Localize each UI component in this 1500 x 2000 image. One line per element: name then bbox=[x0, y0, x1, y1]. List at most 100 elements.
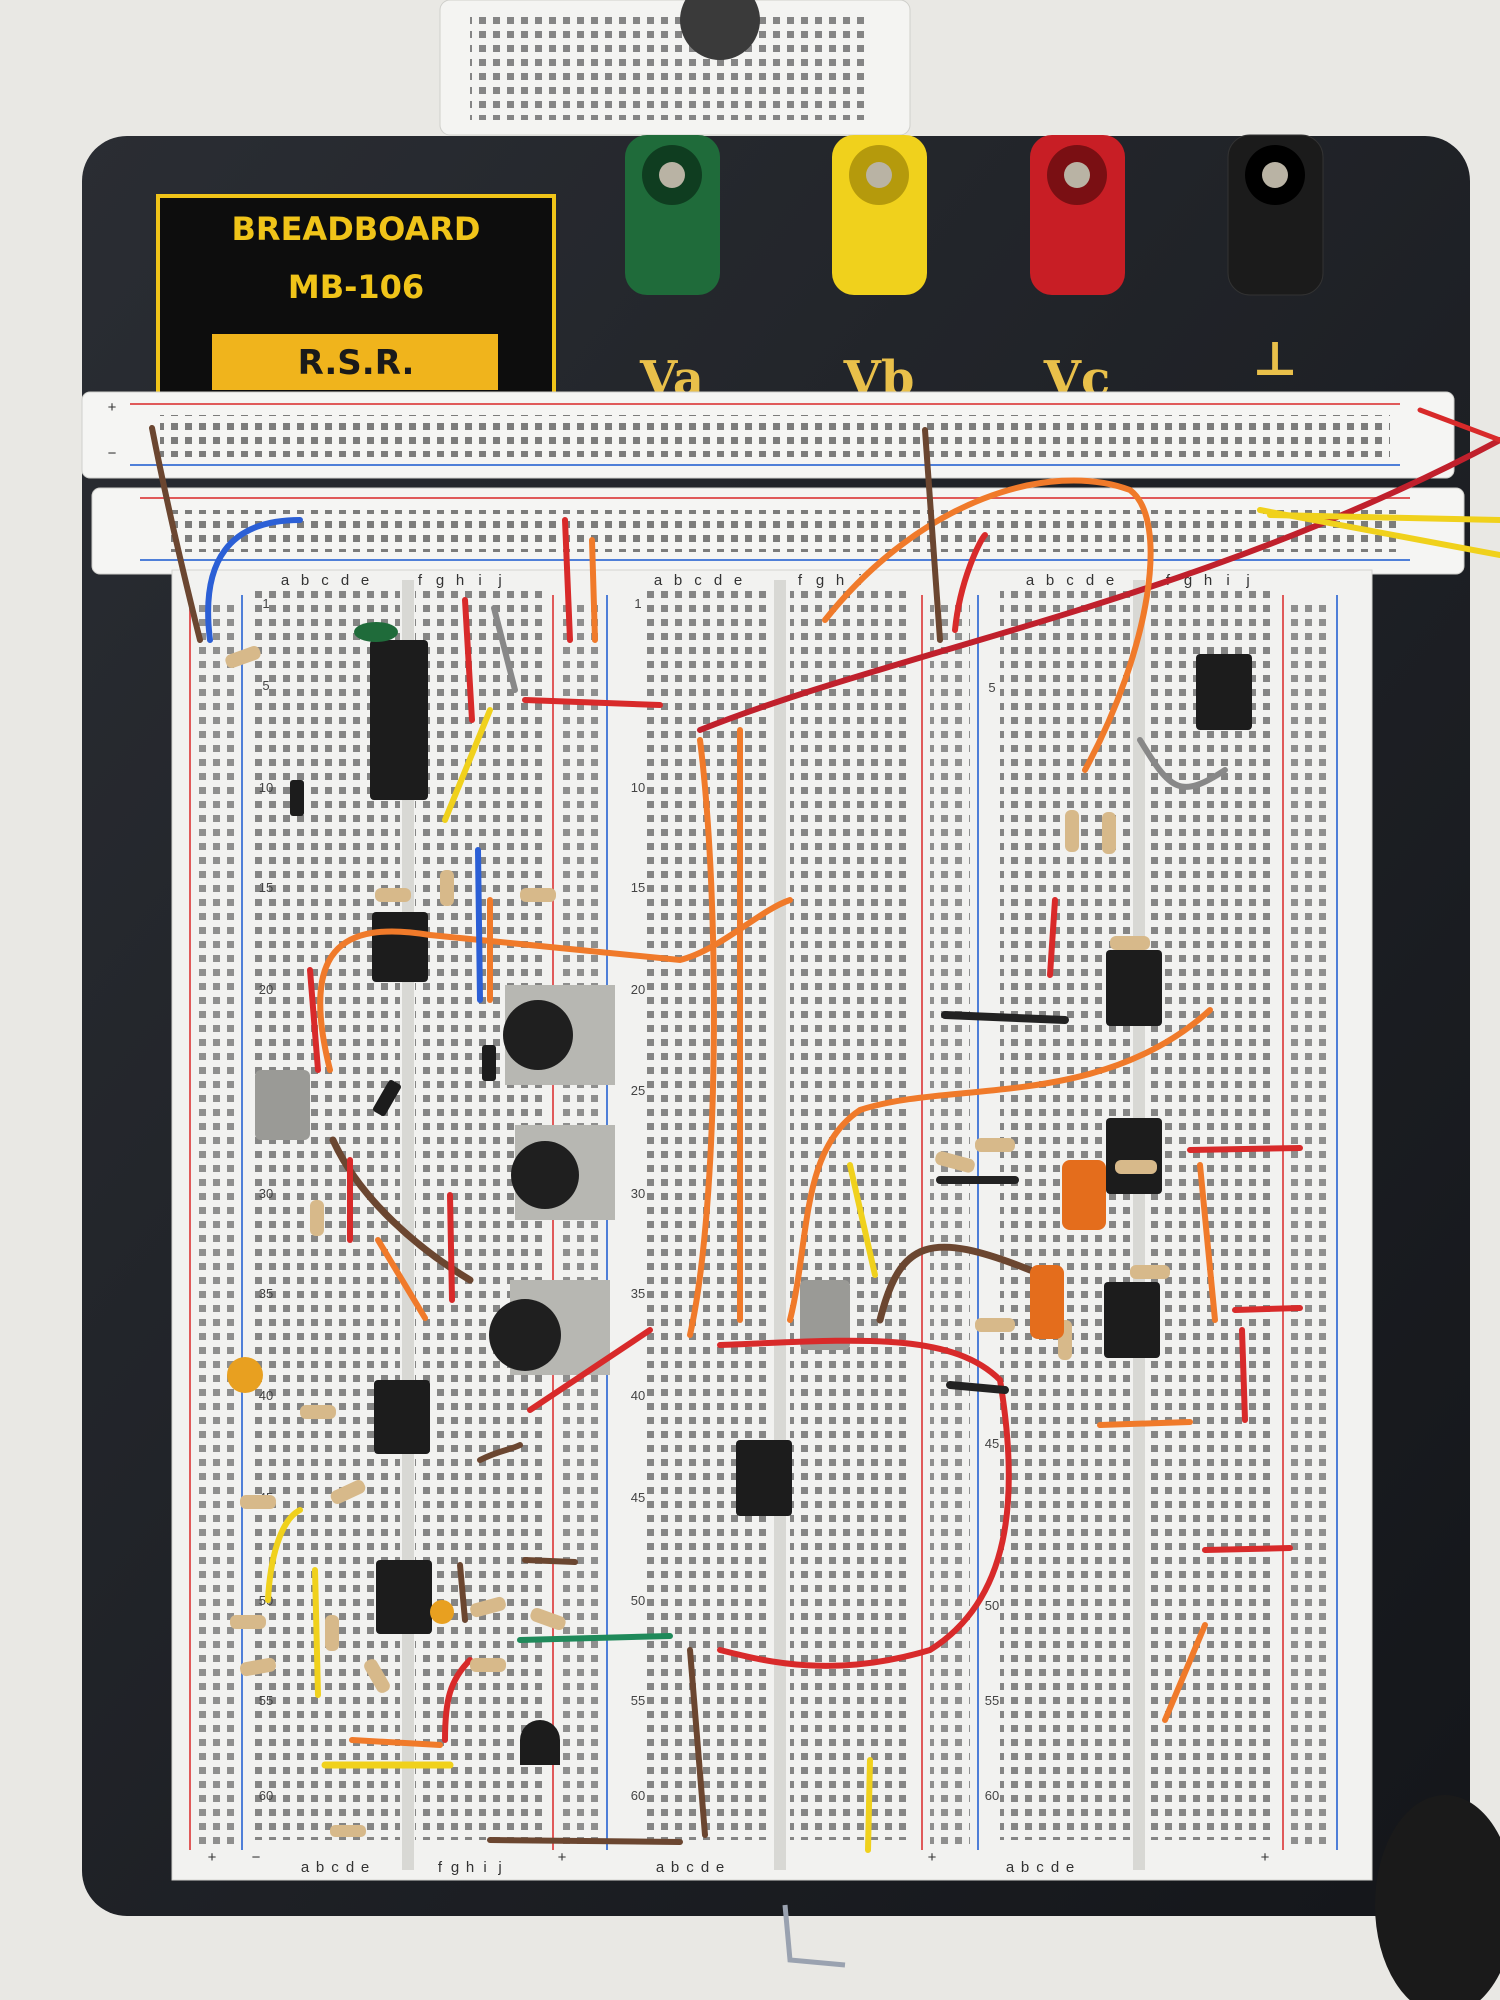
svg-text:15: 15 bbox=[259, 880, 273, 895]
svg-text:30: 30 bbox=[259, 1186, 273, 1201]
svg-text:g: g bbox=[451, 1859, 459, 1876]
binding-post-vb: Vb bbox=[832, 135, 927, 407]
svg-text:d: d bbox=[1086, 572, 1094, 589]
pot-knob-1 bbox=[503, 1000, 573, 1070]
row-numbers: 1 5 10 15 20 25 30 35 40 45 50 55 60 1 1… bbox=[259, 596, 999, 1803]
svg-text:d: d bbox=[714, 572, 722, 589]
svg-text:40: 40 bbox=[259, 1388, 273, 1403]
svg-text:e: e bbox=[361, 572, 369, 589]
svg-text:d: d bbox=[701, 1859, 709, 1876]
column-labels-top: a b c d e f g h i j a b c d e f g h i a … bbox=[281, 572, 1250, 589]
ceramic-capacitor bbox=[227, 1357, 263, 1393]
svg-text:h: h bbox=[1204, 572, 1212, 589]
svg-text:j: j bbox=[497, 572, 501, 589]
svg-text:10: 10 bbox=[631, 780, 645, 795]
svg-text:i: i bbox=[478, 572, 481, 589]
svg-text:e: e bbox=[716, 1859, 724, 1876]
svg-text:b: b bbox=[674, 572, 682, 589]
ic-8pin-7 bbox=[1106, 1118, 1162, 1194]
svg-text:55: 55 bbox=[259, 1693, 273, 1708]
svg-text:45: 45 bbox=[631, 1490, 645, 1505]
integrated-circuits bbox=[370, 640, 1252, 1634]
ic-8pin-3 bbox=[376, 1560, 432, 1634]
diode-1 bbox=[290, 780, 304, 816]
ic-8pin-1 bbox=[372, 912, 428, 982]
jumper-wires bbox=[149, 407, 1500, 1853]
svg-text:f: f bbox=[418, 572, 423, 589]
svg-text:+: + bbox=[928, 1849, 937, 1866]
svg-text:c: c bbox=[1066, 572, 1074, 589]
svg-text:25: 25 bbox=[631, 1083, 645, 1098]
svg-text:d: d bbox=[346, 1859, 354, 1876]
svg-text:g: g bbox=[436, 572, 444, 589]
binding-post-vc: Vc bbox=[1030, 135, 1125, 407]
electrolytic-capacitor bbox=[354, 622, 398, 642]
svg-text:1: 1 bbox=[634, 596, 641, 611]
svg-text:b: b bbox=[301, 572, 309, 589]
svg-text:50: 50 bbox=[985, 1598, 999, 1613]
svg-text:h: h bbox=[836, 572, 844, 589]
svg-text:−: − bbox=[252, 1849, 261, 1866]
toggle-switch-1 bbox=[255, 1070, 310, 1140]
svg-text:5: 5 bbox=[262, 678, 269, 693]
svg-text:60: 60 bbox=[631, 1788, 645, 1803]
svg-text:60: 60 bbox=[985, 1788, 999, 1803]
svg-text:a: a bbox=[1006, 1859, 1015, 1876]
svg-text:15: 15 bbox=[631, 880, 645, 895]
svg-text:a: a bbox=[1026, 572, 1035, 589]
rail-minus-sign: − bbox=[108, 445, 117, 462]
pot-knob-2 bbox=[511, 1141, 579, 1209]
svg-text:e: e bbox=[734, 572, 742, 589]
svg-text:g: g bbox=[816, 572, 824, 589]
svg-text:a: a bbox=[656, 1859, 665, 1876]
svg-text:a: a bbox=[301, 1859, 310, 1876]
svg-text:+: + bbox=[558, 1849, 567, 1866]
svg-text:b: b bbox=[671, 1859, 679, 1876]
svg-text:5: 5 bbox=[988, 680, 995, 695]
binding-post-ground: ⊥ bbox=[1227, 134, 1324, 387]
svg-text:35: 35 bbox=[631, 1286, 645, 1301]
film-capacitor-1 bbox=[1062, 1160, 1106, 1230]
model-label: MB-106 bbox=[288, 268, 424, 306]
svg-text:35: 35 bbox=[259, 1286, 273, 1301]
column-labels-bottom: a b c d e f g h i j a b c d e a b c d e bbox=[301, 1859, 1074, 1876]
small-breadboard bbox=[439, 0, 911, 136]
maker-label: R.S.R. bbox=[298, 343, 415, 383]
svg-text:i: i bbox=[483, 1859, 486, 1876]
semiconductors bbox=[290, 780, 560, 1765]
svg-text:40: 40 bbox=[631, 1388, 645, 1403]
ic-8pin-4 bbox=[736, 1440, 792, 1516]
svg-text:30: 30 bbox=[631, 1186, 645, 1201]
ic-8pin-5 bbox=[1196, 654, 1252, 730]
svg-text:20: 20 bbox=[631, 982, 645, 997]
svg-text:d: d bbox=[341, 572, 349, 589]
svg-text:55: 55 bbox=[985, 1693, 999, 1708]
transistor bbox=[520, 1720, 560, 1765]
svg-text:e: e bbox=[1106, 572, 1114, 589]
svg-text:b: b bbox=[1046, 572, 1054, 589]
svg-text:g: g bbox=[1184, 572, 1192, 589]
top-power-rail-1: + − bbox=[81, 391, 1455, 479]
cable-object bbox=[1375, 1795, 1500, 2000]
svg-text:1: 1 bbox=[262, 596, 269, 611]
resistors bbox=[225, 645, 1170, 1837]
svg-text:+: + bbox=[1261, 1849, 1270, 1866]
svg-text:a: a bbox=[281, 572, 290, 589]
svg-text:60: 60 bbox=[259, 1788, 273, 1803]
svg-text:f: f bbox=[798, 572, 803, 589]
diode-3 bbox=[482, 1045, 496, 1081]
svg-text:d: d bbox=[1051, 1859, 1059, 1876]
svg-text:h: h bbox=[466, 1859, 474, 1876]
loose-lead bbox=[782, 1904, 846, 1968]
svg-text:20: 20 bbox=[259, 982, 273, 997]
label-plate: BREADBOARD MB-106 R.S.R. bbox=[156, 194, 556, 398]
svg-text:j: j bbox=[1245, 572, 1249, 589]
svg-text:e: e bbox=[361, 1859, 369, 1876]
capacitors bbox=[227, 622, 1106, 1624]
potentiometers bbox=[489, 985, 615, 1375]
small-pot-knob bbox=[680, 0, 760, 60]
svg-text:45: 45 bbox=[985, 1436, 999, 1451]
post-label-ground: ⊥ bbox=[1252, 331, 1298, 387]
binding-posts: Va Vb Vc ⊥ bbox=[625, 134, 1324, 407]
